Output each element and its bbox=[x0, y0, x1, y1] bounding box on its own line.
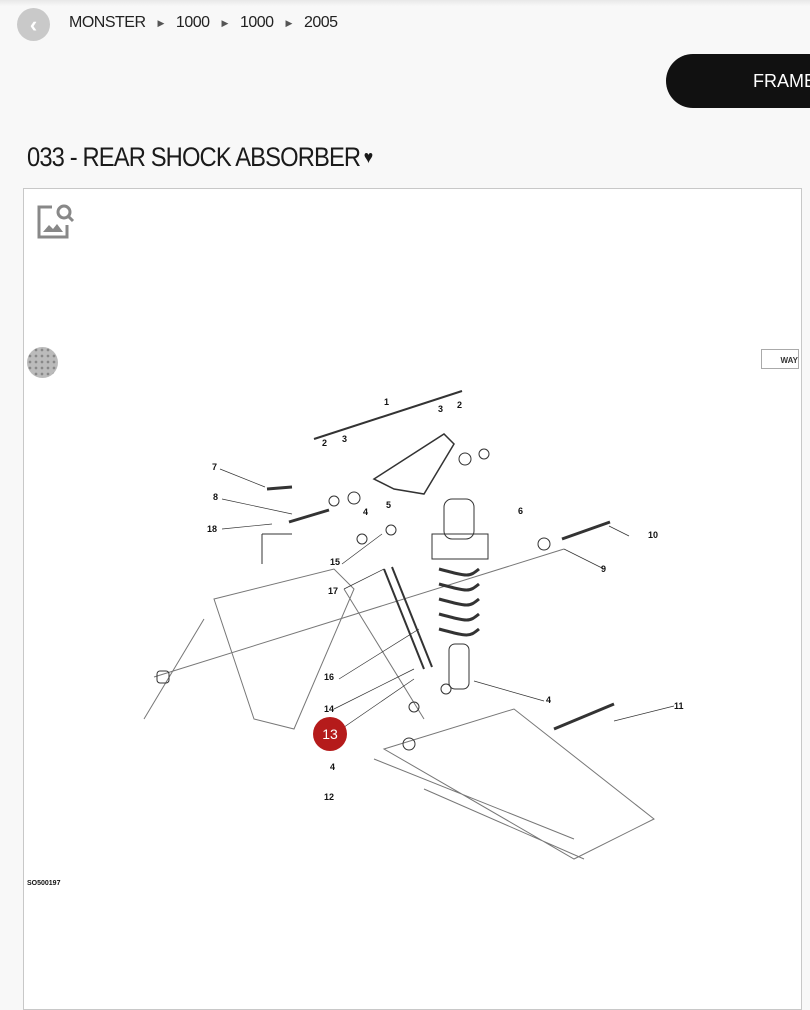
callout-label[interactable]: 5 bbox=[386, 500, 392, 510]
callout-label[interactable]: 4 bbox=[330, 762, 336, 772]
callout-label[interactable]: 3 bbox=[342, 434, 348, 444]
breadcrumb-item[interactable]: MONSTER bbox=[69, 14, 146, 31]
frame-button[interactable]: FRAME bbox=[666, 54, 810, 108]
callout-label[interactable]: 10 bbox=[648, 530, 659, 540]
heart-icon[interactable]: ♥ bbox=[363, 147, 373, 167]
caret-right-icon: ▶ bbox=[285, 17, 293, 28]
back-button[interactable]: ‹ bbox=[17, 8, 50, 41]
callout-label[interactable]: 4 bbox=[363, 507, 369, 517]
callout-label[interactable]: 2 bbox=[322, 438, 328, 448]
callout-label[interactable]: 11 bbox=[674, 701, 684, 711]
caret-right-icon: ▶ bbox=[157, 17, 165, 28]
chevron-left-icon: ‹ bbox=[29, 11, 38, 37]
callout-label[interactable]: 15 bbox=[330, 557, 341, 567]
exploded-diagram bbox=[143, 390, 675, 860]
callout-label[interactable]: 4 bbox=[546, 695, 552, 705]
callout-label[interactable]: 6 bbox=[518, 506, 524, 516]
callout-label[interactable]: 9 bbox=[601, 564, 607, 574]
brand-logo-left bbox=[27, 347, 58, 378]
page-title: 033 - REAR SHOCK ABSORBER♥ bbox=[27, 142, 373, 173]
image-zoom-icon[interactable] bbox=[36, 201, 76, 241]
callout-label[interactable]: 1 bbox=[384, 397, 390, 407]
callout-label[interactable]: 14 bbox=[324, 704, 335, 714]
callout-label[interactable]: 17 bbox=[328, 586, 339, 596]
breadcrumb-item[interactable]: 1000 bbox=[175, 14, 210, 31]
callout-label[interactable]: 8 bbox=[213, 492, 219, 502]
caret-right-icon: ▶ bbox=[221, 17, 229, 28]
callout-label[interactable]: 2 bbox=[457, 400, 463, 410]
breadcrumb-item[interactable]: 2005 bbox=[303, 14, 338, 31]
callout-label[interactable]: 3 bbox=[438, 404, 444, 414]
callout-label[interactable]: 16 bbox=[324, 672, 335, 682]
top-shadow bbox=[0, 0, 810, 6]
breadcrumb: MONSTER ▶ 1000 ▶ 1000 ▶ 2005 bbox=[69, 14, 338, 32]
brand-logo-right: WAY bbox=[761, 349, 799, 369]
highlighted-callout[interactable]: 13 bbox=[313, 717, 347, 751]
callout-label[interactable]: 12 bbox=[324, 792, 335, 802]
breadcrumb-item[interactable]: 1000 bbox=[239, 14, 274, 31]
page-title-text: 033 - REAR SHOCK ABSORBER bbox=[27, 142, 361, 172]
diagram-panel[interactable]: WAY 1 2 3 3 2 7 8 18 4 5 6 10 9 15 17 16… bbox=[23, 188, 802, 1010]
callout-label[interactable]: 18 bbox=[207, 524, 218, 534]
diagram-code: SO500197 bbox=[27, 880, 61, 887]
callout-label[interactable]: 7 bbox=[212, 462, 218, 472]
